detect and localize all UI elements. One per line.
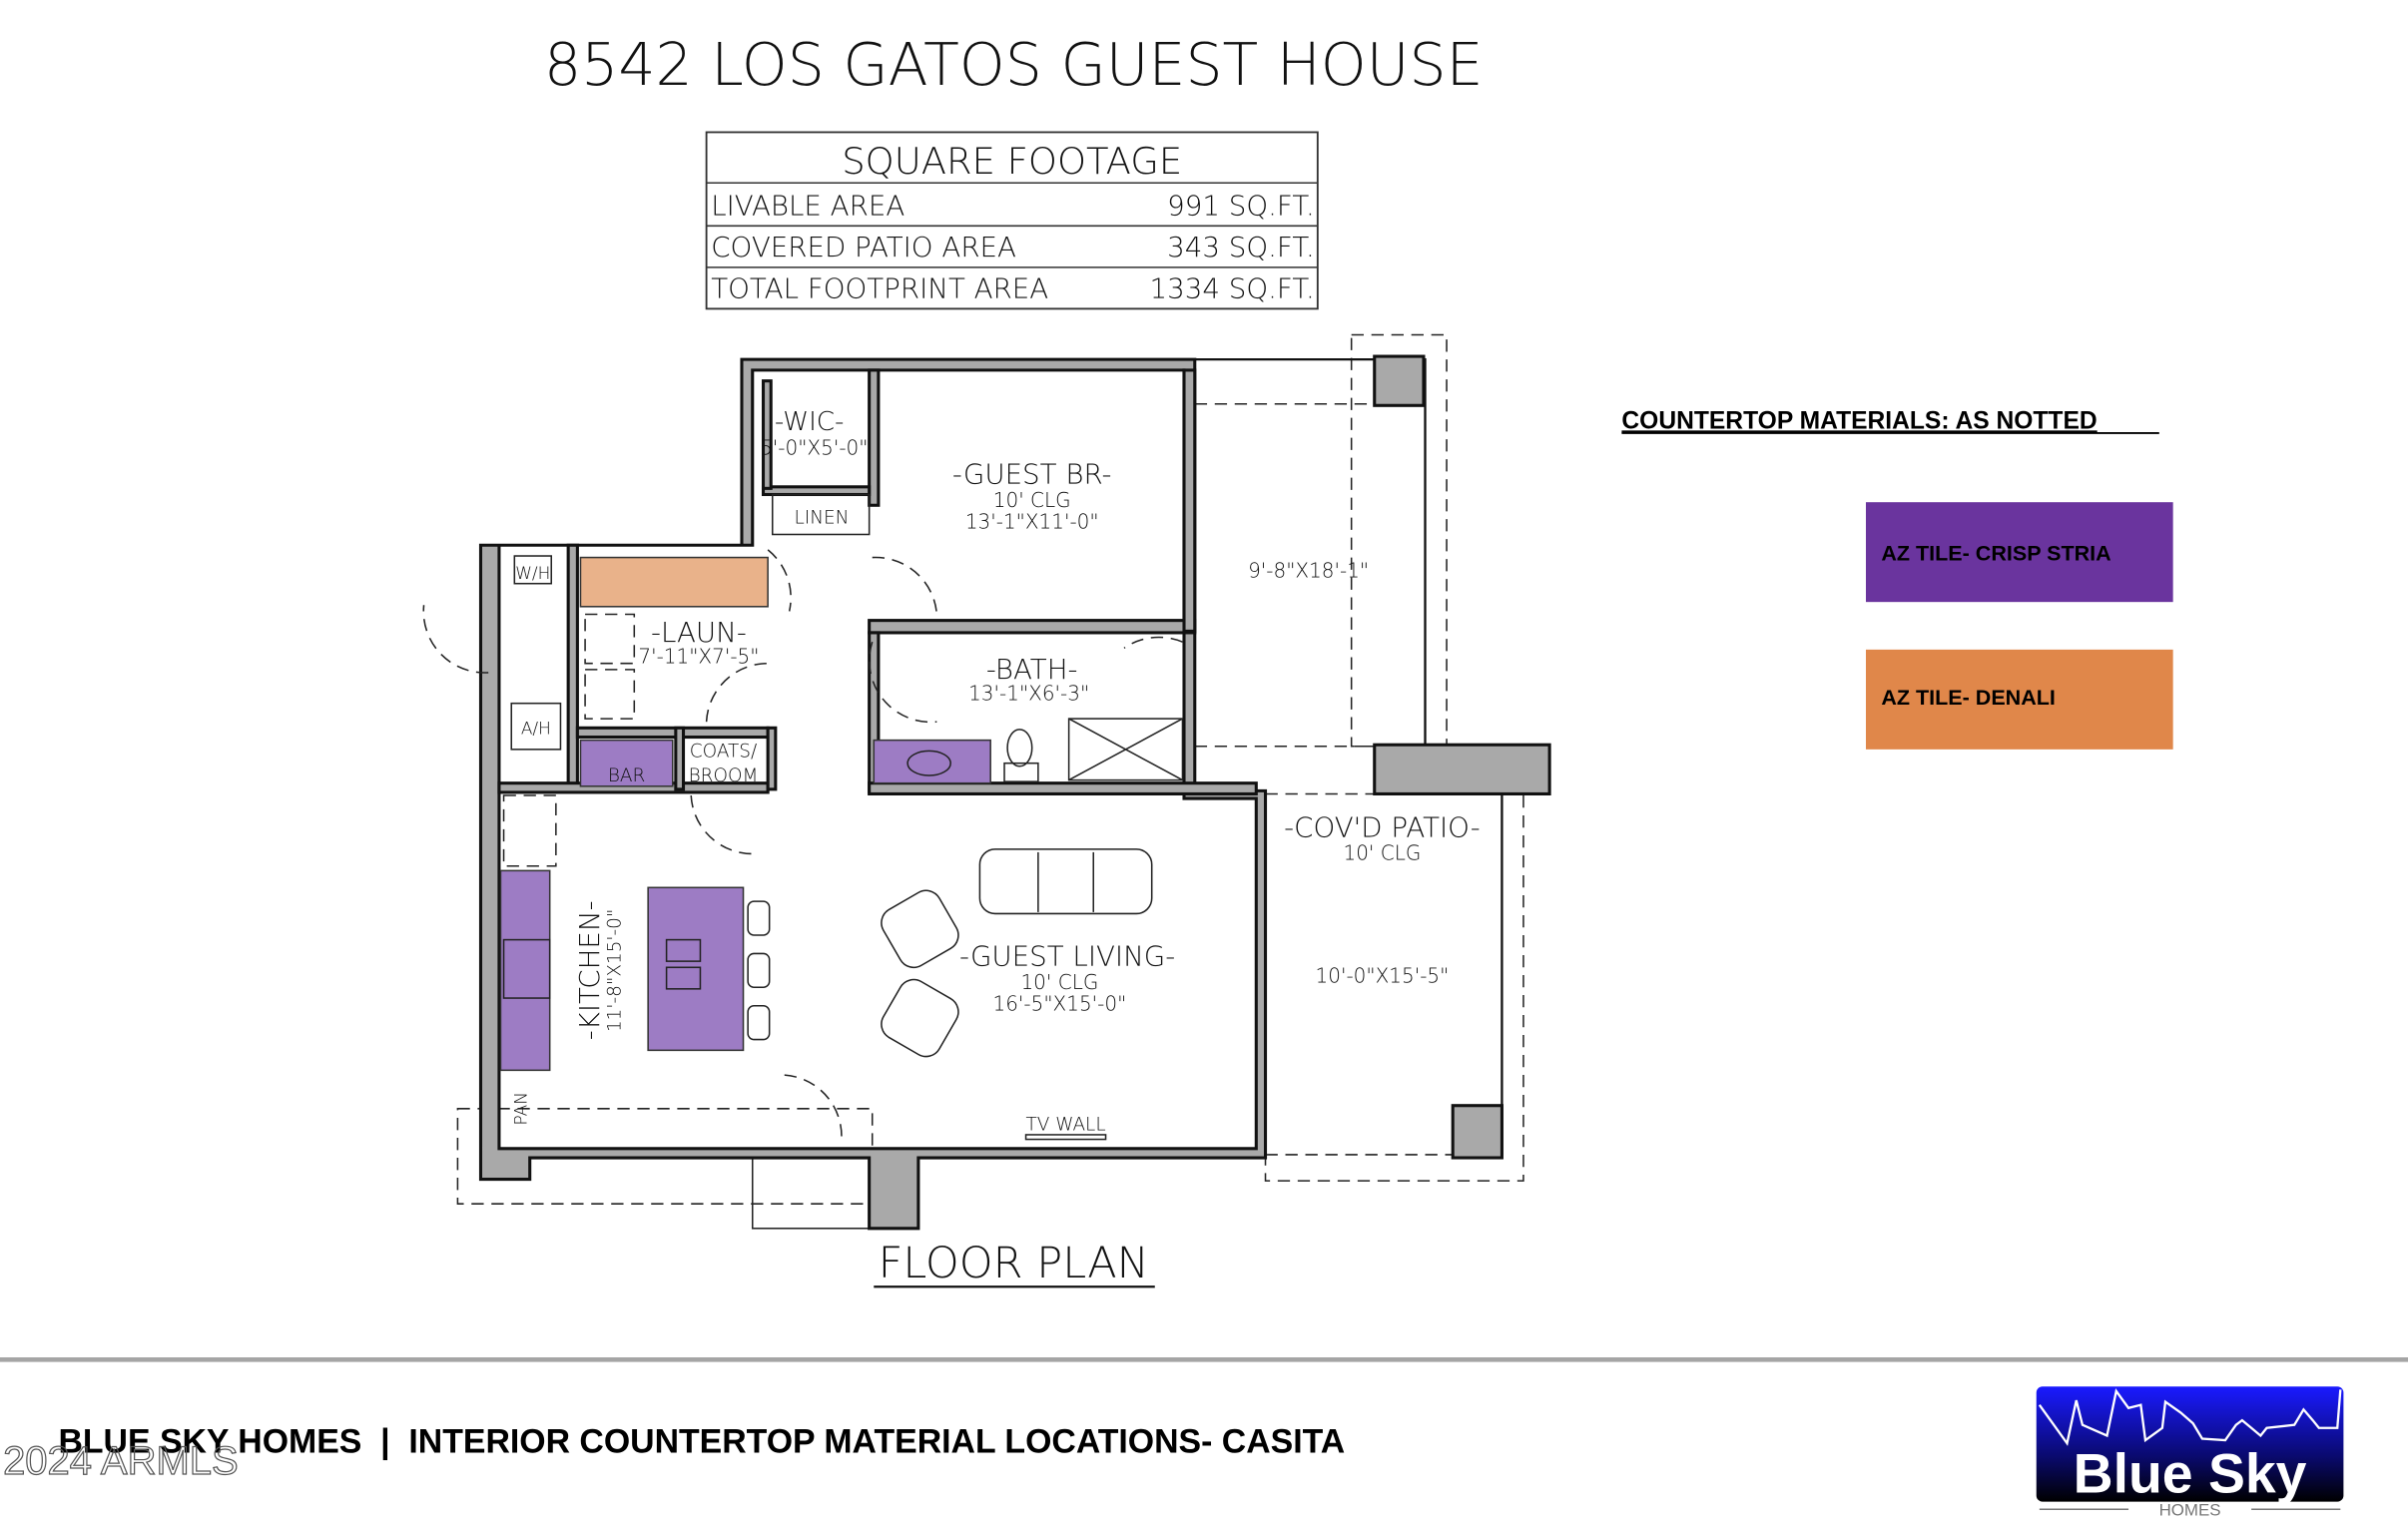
livable-area-label: LIVABLE AREA: [711, 190, 904, 223]
covd-patio-clg: 10' CLG: [1344, 841, 1422, 865]
linen-label: LINEN: [794, 508, 849, 529]
bath-vanity-crisp-stria: [873, 739, 991, 784]
legend-swatch-crisp-stria: [1865, 502, 2173, 603]
broom-label: BROOM: [689, 766, 759, 786]
armchair: [881, 889, 959, 969]
guest-br-dims: 13'-1"X11'-0": [965, 509, 1099, 533]
footer-text: BLUE SKY HOMES | INTERIOR COUNTERTOP MAT…: [58, 1422, 1345, 1460]
footer-divider: [0, 1357, 2408, 1362]
wic-dims: 5'-0"X5'-0": [760, 436, 868, 460]
coats-label: COATS/: [690, 742, 757, 763]
logo-text: Blue Sky: [2074, 1442, 2307, 1504]
legend-swatch-denali: [1865, 649, 2173, 750]
laundry-counter-denali: [579, 556, 769, 608]
kitchen-label: -KITCHEN-: [573, 900, 606, 1040]
livable-area-value: 991 SQ.FT.: [1167, 190, 1315, 223]
legend-label-crisp-stria: AZ TILE- CRISP STRIA: [1881, 542, 2110, 566]
countertop-legend: COUNTERTOP MATERIALS: AS NOTTED AZ TILE-…: [1621, 407, 2173, 750]
wic-label: -WIC-: [775, 407, 845, 437]
bath-label: -BATH-: [986, 653, 1078, 686]
floor-plan-caption: FLOOR PLAN: [879, 1239, 1149, 1288]
air-handler: [510, 702, 562, 751]
covd-patio-label: -COV'D PATIO-: [1284, 811, 1481, 844]
guest-br-clg: 10' CLG: [993, 488, 1071, 512]
kitchen-counter-crisp-stria: [499, 869, 551, 1072]
watermark: 2024 ARMLS: [3, 1439, 239, 1483]
laundry-label: -LAUN-: [651, 616, 747, 649]
guest-living-label: -GUEST LIVING-: [959, 940, 1175, 973]
tv-wall-label: TV WALL: [1025, 1114, 1105, 1135]
guest-living-dims: 16'-5"X15'-0": [993, 991, 1127, 1015]
covd-patio-dims: 10'-0"X15'-5": [1316, 964, 1450, 988]
water-heater-label: W/H: [515, 563, 550, 583]
logo-subtext: HOMES: [2159, 1500, 2221, 1519]
upper-patio-dims: 9'-8"X18'-1": [1248, 559, 1369, 583]
kitchen-island-crisp-stria: [647, 886, 745, 1052]
shower: [1067, 718, 1184, 781]
table-header: SQUARE FOOTAGE: [842, 140, 1182, 183]
total-footprint-label: TOTAL FOOTPRINT AREA: [711, 272, 1048, 305]
bath-dims: 13'-1"X6'-3": [968, 682, 1089, 706]
total-footprint-value: 1334 SQ.FT.: [1150, 272, 1315, 305]
laundry-dims: 7'-11"X7'-5": [638, 645, 759, 669]
square-footage-table: SQUARE FOOTAGE LIVABLE AREA 991 SQ.FT. C…: [705, 131, 1319, 310]
water-heater: [513, 555, 553, 585]
kitchen-dims: 11'-8"X15'-0": [604, 909, 625, 1032]
guest-br-label: -GUEST BR-: [952, 458, 1112, 491]
bar-label: BAR: [608, 766, 646, 786]
guest-living-clg: 10' CLG: [1020, 970, 1098, 994]
sofa: [978, 848, 1153, 915]
pantry-label: PAN: [511, 1092, 531, 1125]
legend-label-denali: AZ TILE- DENALI: [1881, 686, 2056, 710]
armchair: [881, 978, 959, 1058]
floor-plan: -WIC- 5'-0"X5'-0" LINEN -GUEST BR- 10' C…: [422, 333, 1551, 1231]
toilet: [1006, 729, 1033, 767]
air-handler-label: A/H: [521, 718, 551, 738]
bar-counter-crisp-stria: [579, 739, 674, 787]
sheet-title: 8542 LOS GATOS GUEST HOUSE: [544, 31, 1484, 99]
legend-title: COUNTERTOP MATERIALS: AS NOTTED: [1621, 407, 2097, 434]
covered-patio-value: 343 SQ.FT.: [1167, 231, 1315, 263]
covered-patio-label: COVERED PATIO AREA: [711, 231, 1016, 263]
blue-sky-logo: Blue Sky HOMES: [2036, 1386, 2344, 1519]
